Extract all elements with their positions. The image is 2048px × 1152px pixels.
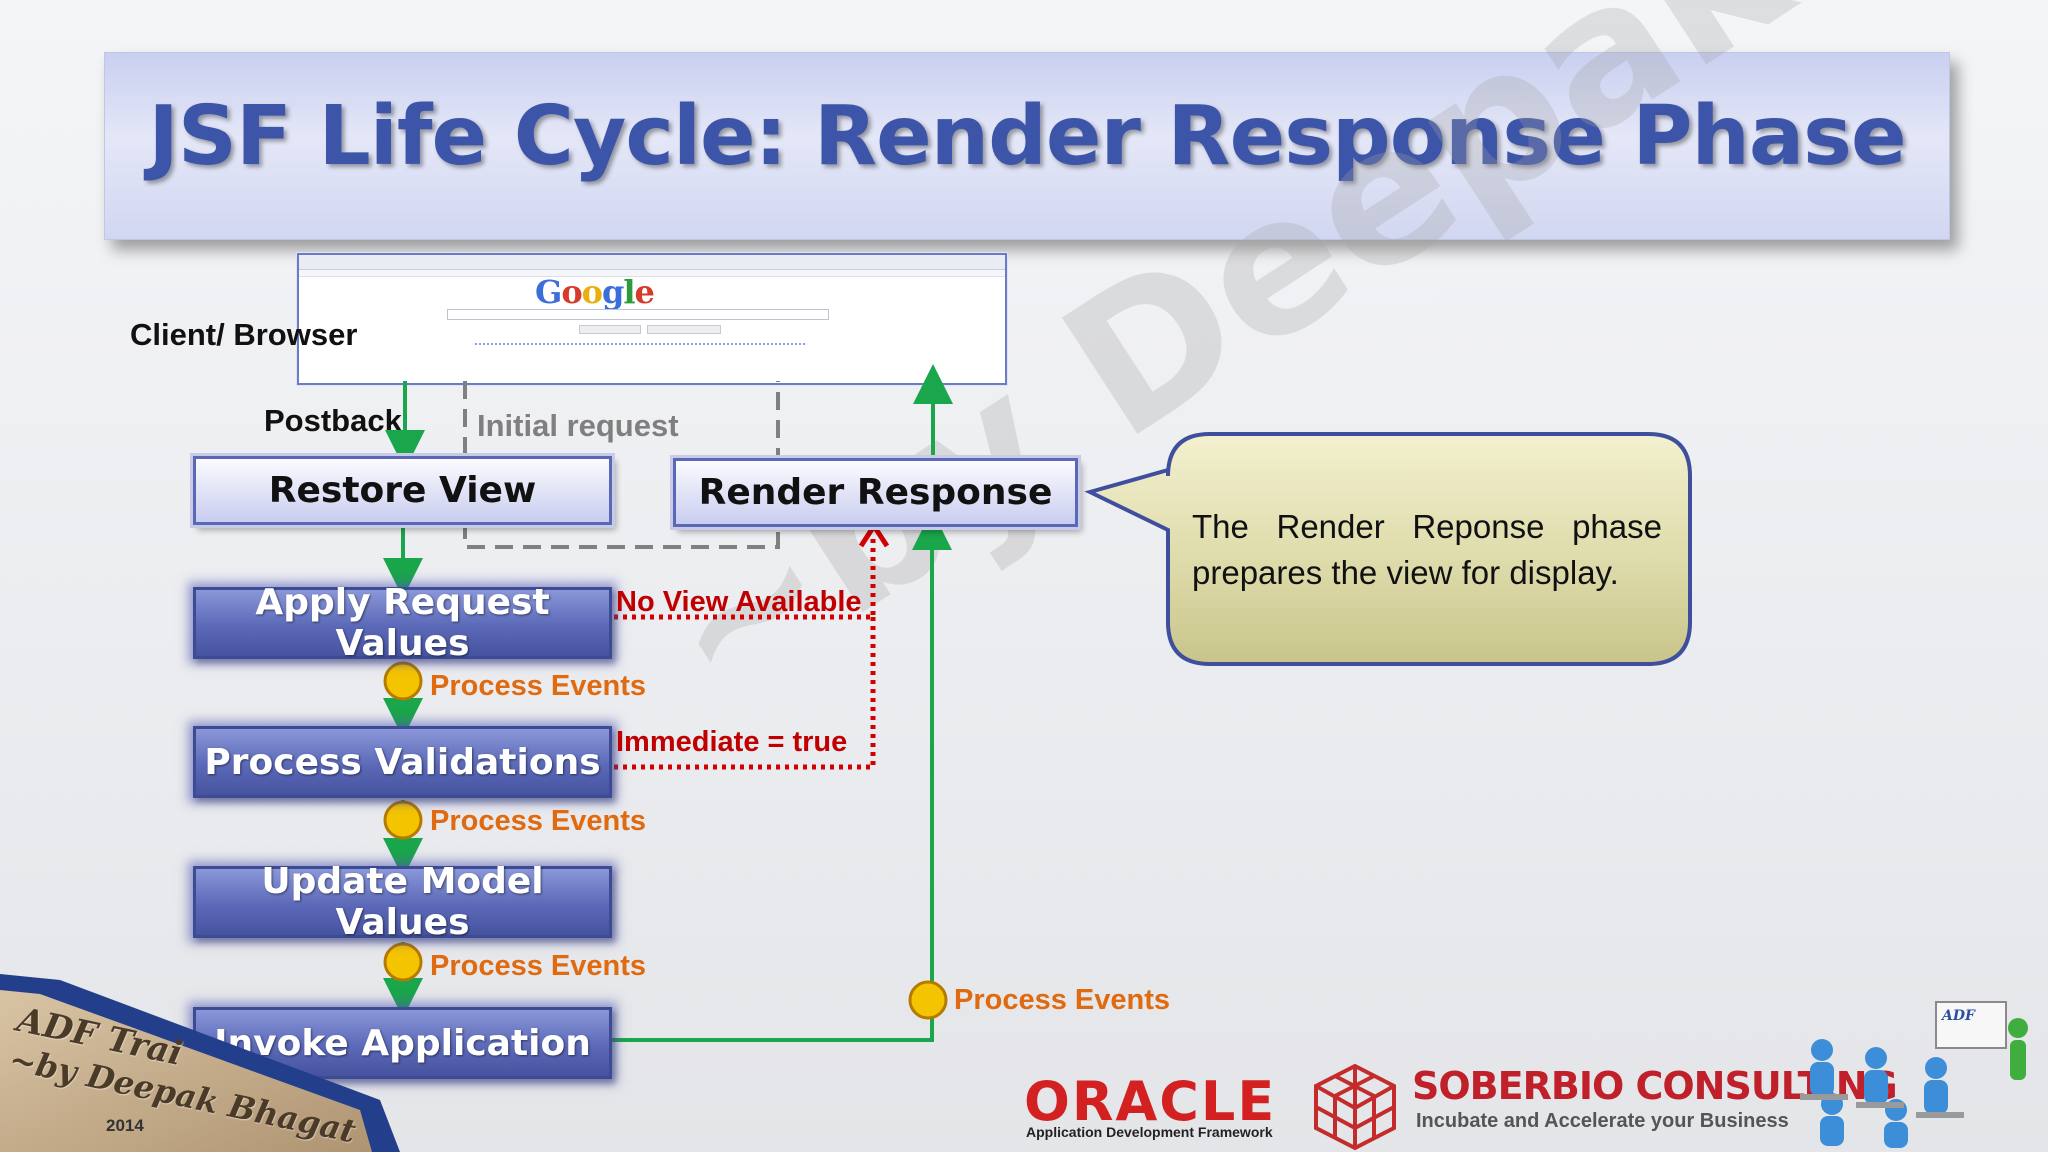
- immediate-true-label: Immediate = true: [616, 726, 847, 759]
- update-model-values-box: Update Model Values: [193, 866, 612, 938]
- process-events-label: Process Events: [430, 670, 646, 703]
- adf-badge-text: ADF: [1940, 1008, 1976, 1024]
- no-view-available-label: No View Available: [616, 586, 862, 619]
- event-dot: [910, 982, 946, 1018]
- render-response-box: Render Response: [673, 458, 1078, 527]
- process-validations-box: Process Validations: [193, 726, 612, 798]
- restore-view-box: Restore View: [193, 456, 612, 525]
- event-dot: [385, 663, 421, 699]
- soberbio-tagline: Incubate and Accelerate your Business: [1416, 1110, 1789, 1133]
- callout-text: The Render Reponse phase prepares the vi…: [1192, 504, 1662, 596]
- event-dot: [385, 802, 421, 838]
- apply-request-values-box: Apply Request Values: [193, 587, 612, 659]
- process-events-label: Process Events: [430, 805, 646, 838]
- training-class-icon: ADF: [1796, 998, 2036, 1148]
- process-events-label: Process Events: [430, 950, 646, 983]
- cube-logo-icon: [1312, 1062, 1398, 1152]
- oracle-subtitle: Application Development Framework: [1026, 1124, 1273, 1140]
- process-events-label: Process Events: [954, 984, 1170, 1017]
- corner-year: 2014: [106, 1116, 144, 1136]
